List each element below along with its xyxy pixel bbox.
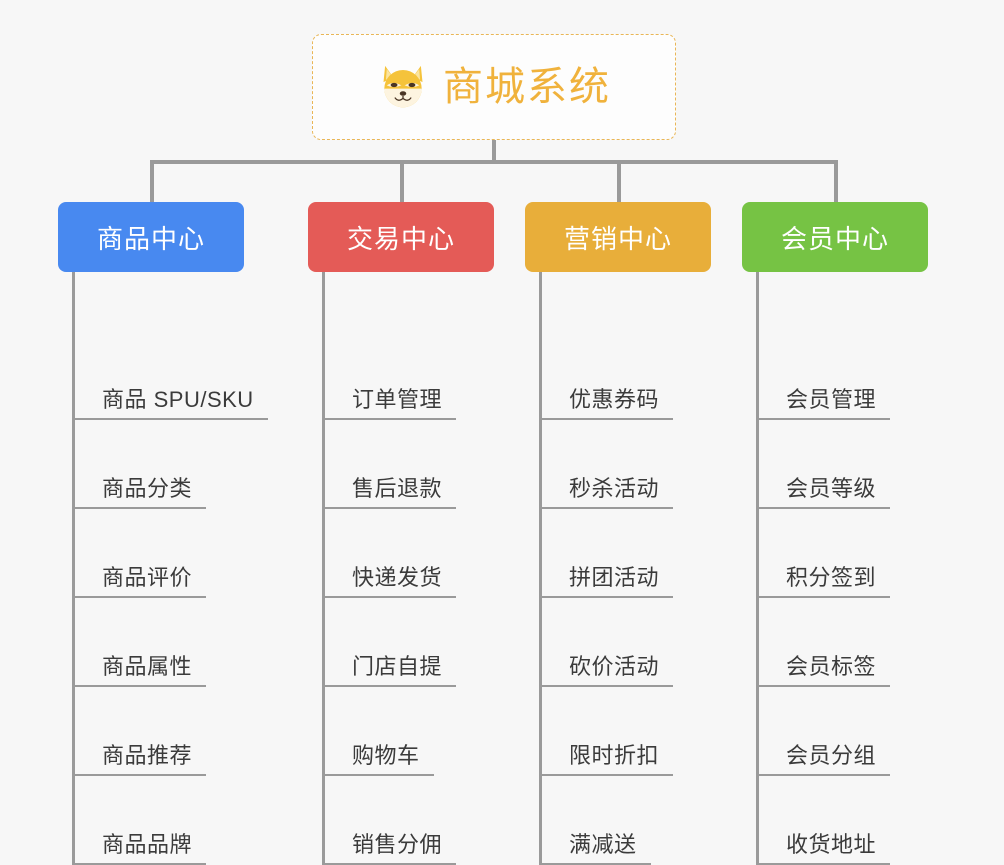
connector-drop-2 xyxy=(400,160,404,202)
leaf-underline xyxy=(539,418,673,420)
leaf-underline xyxy=(756,685,890,687)
category-label-2: 交易中心 xyxy=(346,223,455,254)
leaf-label: 销售分佣 xyxy=(352,832,443,857)
leaf-label: 购物车 xyxy=(352,743,420,768)
category-box-2[interactable]: 交易中心 xyxy=(308,202,494,272)
leaf-label: 会员管理 xyxy=(786,387,877,412)
leaf-label: 砍价活动 xyxy=(569,654,660,679)
leaf-underline xyxy=(322,418,456,420)
leaf-underline xyxy=(756,418,890,420)
category-label-3: 营销中心 xyxy=(563,223,672,254)
root-node-shop-system[interactable]: 商城系统 xyxy=(312,34,676,140)
leaf-label: 商品品牌 xyxy=(102,832,193,857)
leaf-underline xyxy=(72,774,206,776)
branch-column-4: 会员中心 会员管理 会员等级 积分签到 会员标签 会员分组 xyxy=(742,202,928,865)
leaf-label: 限时折扣 xyxy=(569,743,660,768)
leaf-underline xyxy=(322,774,434,776)
leaf-underline xyxy=(72,596,206,598)
mindmap-canvas: 商城系统 商品中心 商品 SPU/SKU 商品分类 商品评价 商 xyxy=(58,34,928,865)
leaf-label: 会员标签 xyxy=(786,654,877,679)
leaf-underline xyxy=(756,774,890,776)
category-label-4: 会员中心 xyxy=(780,223,889,254)
leaf-label: 商品评价 xyxy=(102,565,193,590)
leaf-rail-2 xyxy=(322,272,325,865)
leaf-underline xyxy=(539,596,673,598)
leaf-label: 满减送 xyxy=(569,832,637,857)
leaf-label: 门店自提 xyxy=(352,654,443,679)
connector-stem xyxy=(492,140,496,162)
leaf-underline xyxy=(72,685,206,687)
connector-drop-1 xyxy=(150,160,154,202)
leaf-underline xyxy=(539,774,673,776)
leaf-label: 商品推荐 xyxy=(102,743,193,768)
leaf-underline xyxy=(539,685,673,687)
leaf-underline xyxy=(539,507,673,509)
root-title: 商城系统 xyxy=(443,65,611,109)
category-box-1[interactable]: 商品中心 xyxy=(58,202,244,272)
leaf-underline xyxy=(72,507,206,509)
branch-column-2: 交易中心 订单管理 售后退款 快递发货 门店自提 购物车 xyxy=(308,202,494,865)
leaf-label: 优惠券码 xyxy=(569,387,660,412)
leaf-underline xyxy=(322,685,456,687)
leaf-label: 商品 SPU/SKU xyxy=(102,387,254,412)
leaf-rail-1 xyxy=(72,272,75,865)
leaf-underline xyxy=(322,507,456,509)
connector-drop-3 xyxy=(617,160,621,202)
branch-column-3: 营销中心 优惠券码 秒杀活动 拼团活动 砍价活动 限时折扣 xyxy=(525,202,711,865)
leaf-underline xyxy=(756,507,890,509)
category-label-1: 商品中心 xyxy=(96,223,205,254)
shiba-inu-dog-icon xyxy=(383,65,423,108)
category-box-3[interactable]: 营销中心 xyxy=(525,202,711,272)
leaf-label: 快递发货 xyxy=(352,565,443,590)
leaf-underline xyxy=(72,418,268,420)
branch-column-1: 商品中心 商品 SPU/SKU 商品分类 商品评价 商品属性 商品推荐 xyxy=(58,202,268,865)
leaf-label: 秒杀活动 xyxy=(569,476,660,501)
connector-drop-4 xyxy=(834,160,838,202)
leaf-label: 会员等级 xyxy=(786,476,877,501)
leaf-label: 订单管理 xyxy=(352,387,443,412)
leaf-underline xyxy=(756,596,890,598)
leaf-label: 会员分组 xyxy=(786,743,877,768)
leaf-label: 积分签到 xyxy=(786,565,877,590)
leaf-label: 商品属性 xyxy=(102,654,193,679)
leaf-label: 拼团活动 xyxy=(569,565,660,590)
leaf-underline xyxy=(322,596,456,598)
category-box-4[interactable]: 会员中心 xyxy=(742,202,928,272)
leaf-label: 售后退款 xyxy=(352,476,443,501)
leaf-rail-4 xyxy=(756,272,759,865)
leaf-label: 商品分类 xyxy=(102,476,193,501)
connector-bus xyxy=(150,160,838,164)
leaf-label: 收货地址 xyxy=(786,832,877,857)
leaf-rail-3 xyxy=(539,272,542,865)
